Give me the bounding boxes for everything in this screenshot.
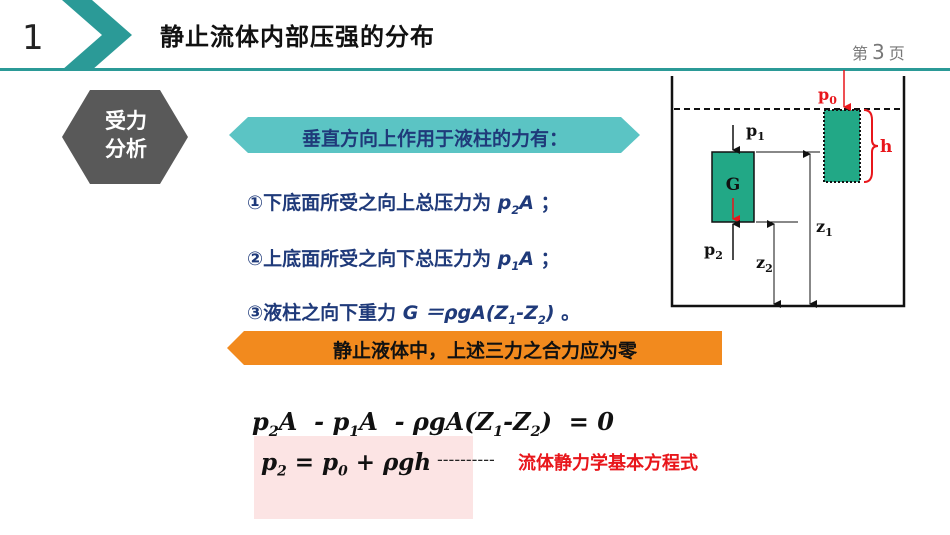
eq1-sub: 2 bbox=[530, 422, 541, 440]
formula-sub: 1 bbox=[511, 258, 520, 273]
gravity-formula: G ＝ρgA(Z bbox=[402, 302, 509, 324]
page-number: 3 bbox=[872, 40, 885, 64]
basic-equation-box bbox=[254, 436, 473, 519]
force-text: 下底面所受之向上总压力为 bbox=[263, 192, 498, 214]
equilibrium-equation: p2A - p1A - ρgA(Z1-Z2) = 0 bbox=[252, 378, 614, 440]
header-decoration bbox=[0, 0, 950, 71]
page-prefix: 第 bbox=[852, 44, 869, 63]
force-text: 上底面所受之向下总压力为 bbox=[263, 248, 498, 270]
surface-column bbox=[823, 109, 861, 183]
section-heading: 垂直方向上作用于液柱的力有： bbox=[301, 128, 568, 150]
eq2-sub: 2 bbox=[277, 463, 287, 480]
h-label: h bbox=[880, 137, 892, 157]
z1-label: z1 bbox=[816, 217, 833, 239]
badge-line-1: 受力 bbox=[105, 109, 147, 133]
badge-line-2: 分析 bbox=[105, 137, 147, 161]
eq2-part: = p bbox=[286, 449, 339, 476]
basic-hydrostatic-equation: p2 = p0 + ρgh bbox=[261, 449, 431, 480]
eq1-part: A - p bbox=[278, 407, 350, 436]
force-item-3: ③液柱之向下重力 G ＝ρgA(Z1-Z2) 。 bbox=[247, 298, 580, 327]
formula-sub: 2 bbox=[511, 202, 520, 217]
force-end: ； bbox=[533, 248, 560, 270]
eq1-part: ) = 0 bbox=[540, 407, 614, 436]
force-analysis-hexagon bbox=[62, 90, 188, 184]
force-marker: ③ bbox=[247, 302, 264, 324]
page-suffix: 页 bbox=[888, 44, 905, 63]
eq1-sub: 1 bbox=[349, 422, 360, 440]
connector-dashes: ---------- bbox=[437, 450, 495, 469]
equation-name-label: 流体静力学基本方程式 bbox=[518, 453, 698, 474]
eq1-sub: 1 bbox=[493, 422, 504, 440]
force-marker: ② bbox=[247, 248, 264, 270]
force-end: ； bbox=[533, 192, 560, 214]
formula-area: A bbox=[519, 248, 534, 270]
force-end: 。 bbox=[554, 302, 581, 324]
force-marker: ① bbox=[247, 192, 264, 214]
liquid-column-diagram: G p1 p2 p0 h z1 z2 bbox=[670, 70, 906, 308]
formula-area: A bbox=[519, 192, 534, 214]
header-underline bbox=[0, 68, 950, 71]
p0-label: p0 bbox=[818, 85, 837, 107]
equilibrium-banner bbox=[227, 331, 722, 365]
eq2-part: + ρgh bbox=[347, 449, 432, 476]
section-number: 1 bbox=[22, 18, 44, 58]
eq1-part: A - ρgA(Z bbox=[359, 407, 494, 436]
z1-sub: 1 bbox=[508, 312, 517, 327]
h-brace bbox=[863, 109, 879, 183]
heading-pill bbox=[229, 117, 640, 153]
equilibrium-statement: 静止液体中，上述三力之合力应为零 bbox=[332, 340, 637, 362]
eq1-part: -Z bbox=[503, 407, 531, 436]
eq1-part: p bbox=[252, 407, 269, 436]
container-outline bbox=[670, 76, 906, 308]
force-text: 液柱之向下重力 bbox=[263, 302, 403, 324]
eq2-sub: 0 bbox=[338, 463, 348, 480]
force-item-1: ①下底面所受之向上总压力为 p2A ； bbox=[247, 188, 560, 217]
page-title: 静止流体内部压强的分布 bbox=[160, 23, 435, 51]
gravity-mid: -Z bbox=[516, 302, 538, 324]
formula-p: p bbox=[497, 192, 512, 214]
eq2-part: p bbox=[261, 449, 278, 476]
force-analysis-label: 受力 分析 bbox=[62, 107, 190, 163]
gravity-close: ) bbox=[545, 302, 555, 324]
z2-sub: 2 bbox=[537, 312, 546, 327]
column-weight-label: G bbox=[726, 175, 741, 195]
force-item-2: ②上底面所受之向下总压力为 p1A ； bbox=[247, 244, 560, 273]
z2-label: z2 bbox=[756, 253, 773, 275]
p1-label: p1 bbox=[746, 121, 765, 143]
section-chevron bbox=[62, 0, 132, 70]
eq1-sub: 2 bbox=[268, 422, 279, 440]
formula-p: p bbox=[497, 248, 512, 270]
p2-label: p2 bbox=[704, 240, 723, 262]
